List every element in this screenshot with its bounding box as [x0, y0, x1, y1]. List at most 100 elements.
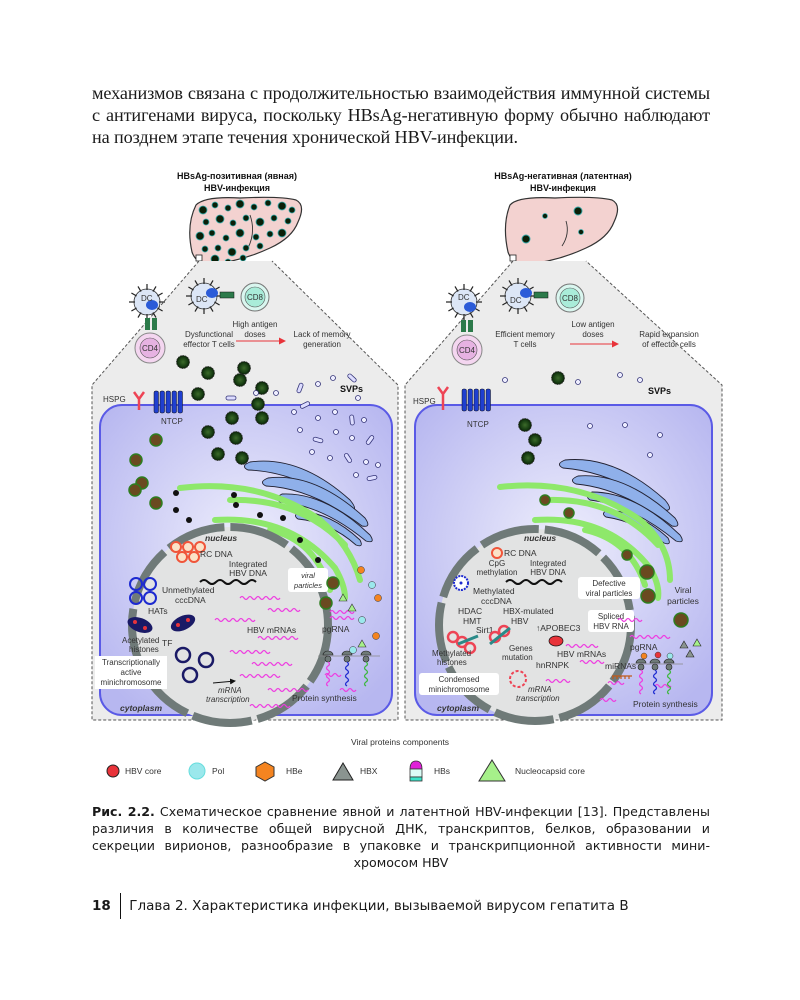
- hats-label: HATs: [148, 606, 168, 616]
- mrna-wave-icon: [579, 659, 605, 665]
- protein-chain-icon: [638, 669, 644, 695]
- hspg-receptor-icon: [132, 391, 146, 410]
- genes-label-1: Genes: [509, 644, 533, 653]
- page-footer: 18 Глава 2. Характеристика инфекции, выз…: [92, 893, 629, 919]
- rc-dna-label: RC DNA: [200, 549, 233, 559]
- svp-sphere-icon: [349, 435, 355, 441]
- svp-sphere-icon: [315, 415, 321, 421]
- particle-dot: [231, 492, 237, 498]
- hbv-mrnas-label: HBV mRNAs: [247, 625, 296, 635]
- methylated-histones-label-1: Methylated: [432, 649, 471, 658]
- liver-virion-icon: [277, 201, 287, 211]
- mrna-wave-icon: [249, 703, 291, 709]
- svp-sphere-icon: [297, 427, 303, 433]
- nucleocapsid-icon: [128, 483, 142, 497]
- nucleocapsid-icon: [673, 612, 689, 628]
- protein-dot: [368, 581, 376, 589]
- legend-item-hbv-core: HBV core: [106, 764, 162, 778]
- ribosome-icon: [649, 658, 661, 664]
- svg-text:Condensed: Condensed: [439, 675, 480, 684]
- nucleocapsid-icon: [149, 433, 163, 447]
- integrated-label-1: Integrated: [229, 559, 268, 569]
- svps-left: [225, 373, 381, 482]
- nucleocapsid-icon: [129, 453, 143, 467]
- mrna-wave-icon: [339, 687, 357, 693]
- ribosomes-left: [318, 650, 380, 687]
- svg-text:HBX: HBX: [360, 766, 378, 776]
- mrna-wave-icon: [214, 617, 256, 623]
- protein-dot: [654, 651, 662, 659]
- protein-chain-icon: [666, 669, 672, 695]
- intro-text: механизмов связана с продолжительностью …: [92, 83, 710, 147]
- figure-hbv-comparison: HBsAg-позитивная (явная) HBV-инфекция DC…: [91, 171, 723, 782]
- nucleocapsid-icon: [621, 549, 633, 561]
- antigen-label-2: doses: [244, 330, 265, 339]
- antigen-label-1: Low antigen: [571, 320, 614, 329]
- ntcp-transporter-icon: [153, 390, 183, 414]
- apobec3-icon: [548, 635, 564, 647]
- rc-dna-label: RC DNA: [504, 548, 537, 558]
- nucleus-label: nucleus: [205, 533, 237, 543]
- liver-virion-icon: [252, 233, 260, 241]
- ribosome-icon: [637, 663, 645, 671]
- integrated-label-1: Integrated: [530, 559, 566, 568]
- triangle-protein-icon: [692, 638, 702, 647]
- mrna-label-1: mRNA: [528, 685, 552, 694]
- liver-virion-icon: [202, 218, 210, 226]
- particle-dot: [315, 557, 321, 563]
- ntcp-transporter-icon: [461, 388, 491, 412]
- viral-particles-left-box: viral particles: [288, 568, 328, 592]
- virion-icon: [201, 366, 215, 380]
- liver-virion-icon: [235, 199, 245, 209]
- svp-filament-icon: [225, 395, 237, 401]
- nucleocapsid-icon: [563, 507, 575, 519]
- dc-spike: [454, 286, 459, 292]
- svp-sphere-icon: [315, 381, 321, 387]
- ribosome-icon: [324, 655, 332, 663]
- dc-spike: [523, 280, 528, 286]
- legend-item-hbx: HBX: [332, 762, 378, 781]
- particle-dot: [257, 512, 263, 518]
- svp-sphere-icon: [657, 432, 663, 438]
- footer-divider: [119, 893, 122, 919]
- acetylated-label-1: Acetylated: [122, 636, 159, 645]
- dc-spike: [137, 286, 142, 292]
- methylated-histones-label-2: histones: [437, 658, 467, 667]
- hbv-core-icon: [106, 764, 120, 778]
- liver-virions-many: [195, 199, 296, 266]
- outcome-label-1: Lack of memory: [294, 330, 351, 339]
- hmt-label: HMT: [463, 616, 481, 626]
- genes-label-2: mutation: [502, 653, 533, 662]
- ribosome-icon: [360, 650, 372, 656]
- dc-spike: [469, 312, 474, 318]
- protein-dot: [358, 616, 366, 624]
- liver-virion-icon: [227, 247, 237, 257]
- ribosome-icon: [322, 650, 334, 656]
- virion-icon: [235, 451, 249, 465]
- virion-icon: [176, 355, 190, 369]
- integrated-dna-icon: [199, 579, 257, 585]
- nucleocapsid-triangle-icon: [338, 593, 348, 602]
- protein-dot: [357, 566, 365, 574]
- nucleus-label: nucleus: [524, 533, 556, 543]
- tcells-label-2: T cells: [514, 340, 537, 349]
- figure-caption: Рис. 2.2. Схематическое сравнение явной …: [92, 803, 710, 871]
- dc-spike: [508, 306, 513, 312]
- virions-right: [502, 371, 702, 660]
- cd4-cell-right: CD4: [451, 334, 483, 366]
- virion-icon: [211, 447, 225, 461]
- svp-filament-icon: [299, 401, 311, 409]
- protein-dot: [640, 652, 648, 660]
- dc-spike: [528, 301, 534, 306]
- virion-icon: [229, 431, 243, 445]
- nucleocapsid-icon: [149, 496, 163, 510]
- tcells-label-1: Efficient memory: [495, 330, 554, 339]
- outcome-label-2: of effector cells: [642, 340, 696, 349]
- caption-text: Схематическое сравнение явной и латентно…: [92, 804, 710, 870]
- dendritic-cell-right-2: DC: [500, 278, 536, 314]
- mrna-wave-icon: [239, 595, 281, 601]
- mirna-icon: [612, 675, 632, 679]
- ribosome-icon: [341, 650, 353, 656]
- running-title: Глава 2. Характеристика инфекции, вызыва…: [129, 898, 629, 914]
- cd8-cell-left: CD8: [240, 282, 270, 312]
